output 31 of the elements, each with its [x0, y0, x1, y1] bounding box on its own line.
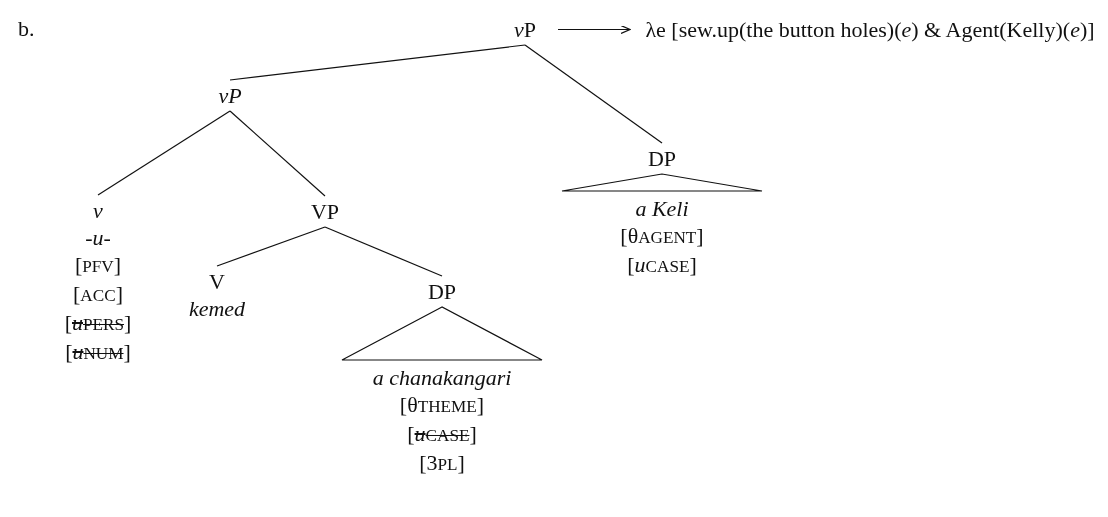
- feature-label: [θTHEME]: [398, 391, 486, 419]
- node-label: v: [92, 197, 104, 224]
- feature-label: [uPERS]: [64, 309, 132, 337]
- branch-line: [324, 226, 443, 277]
- semantic-formula: λe [sew.up(the button holes)(e) & Agent(Kelly)(e)]: [644, 16, 1096, 43]
- node-label: vP: [218, 82, 242, 109]
- node-label: V: [208, 268, 226, 295]
- triangle-roof: [341, 306, 543, 361]
- branch-line: [216, 226, 326, 267]
- node-label: vP: [514, 16, 536, 43]
- feature-label: [uNUM]: [64, 338, 132, 366]
- feature-label: [PFV]: [73, 251, 123, 279]
- arrow: [557, 24, 631, 35]
- lexical-item: a chanakangari: [372, 364, 512, 391]
- feature-label: [ACC]: [72, 280, 124, 308]
- node-label: DP: [647, 145, 677, 172]
- branch-line: [524, 44, 663, 144]
- feature-label: [uCASE]: [406, 420, 478, 448]
- node-label: DP: [427, 278, 457, 305]
- triangle-roof: [561, 173, 763, 192]
- feature-label: [uCASE]: [626, 251, 698, 279]
- branch-line: [229, 44, 526, 81]
- node-label: VP: [310, 198, 340, 225]
- feature-label: [3PL]: [418, 449, 466, 477]
- feature-label: [θAGENT]: [620, 222, 704, 250]
- lexical-item: -u-: [84, 224, 112, 251]
- branch-line: [97, 110, 231, 196]
- lexical-item: kemed: [188, 295, 246, 322]
- example-label: b.: [18, 16, 35, 42]
- lexical-item: a Keli: [634, 195, 690, 222]
- branch-line: [229, 110, 326, 197]
